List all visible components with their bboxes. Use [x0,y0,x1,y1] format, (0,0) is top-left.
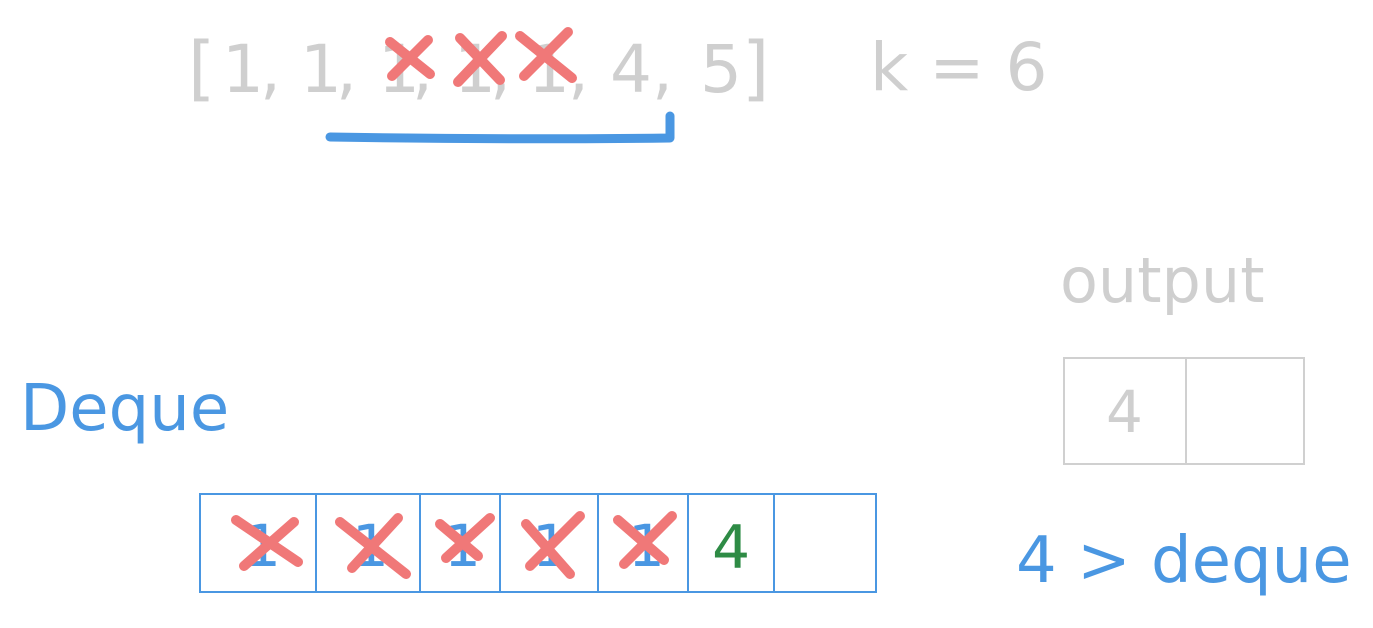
deque-cross-mark-4 [521,511,585,579]
open-bracket: [ [188,27,215,109]
array-comma-2: , [336,31,357,108]
deque-cross-mark-3 [435,513,495,563]
deque-cross-mark-5 [613,511,677,569]
array-element-6: 4 [610,31,652,108]
array-cross-mark-1 [385,35,435,81]
window-bracket [325,111,675,144]
array-element-1: 1 [222,31,264,108]
array-comma-6: , [652,31,673,108]
comparison-annotation: 4 > deque [1016,524,1352,598]
deque-box: 1 1 1 1 1 4 [199,493,877,593]
k-label: k = 6 [870,29,1047,106]
deque-label: Deque [20,372,229,446]
output-box [1063,357,1305,465]
deque-cell-6: 4 [712,513,750,583]
array-comma-1: , [260,31,281,108]
input-array: [ 1 , 1 , 1 , 1 , 1 , 4 , 5 ] [188,27,769,109]
array-comma-5: , [568,31,589,108]
array-element-7: 5 [700,31,742,108]
output-section: output 4 [1060,244,1305,465]
output-cell-1: 4 [1106,378,1143,446]
deque-outline [199,493,877,593]
deque-cross-mark-2 [335,513,411,579]
deque-cross-mark-1 [231,515,303,571]
array-cross-mark-2 [453,31,507,87]
array-element-2: 1 [300,31,342,108]
array-cross-mark-3 [515,27,577,83]
output-label: output [1060,244,1265,317]
close-bracket: ] [742,27,769,109]
